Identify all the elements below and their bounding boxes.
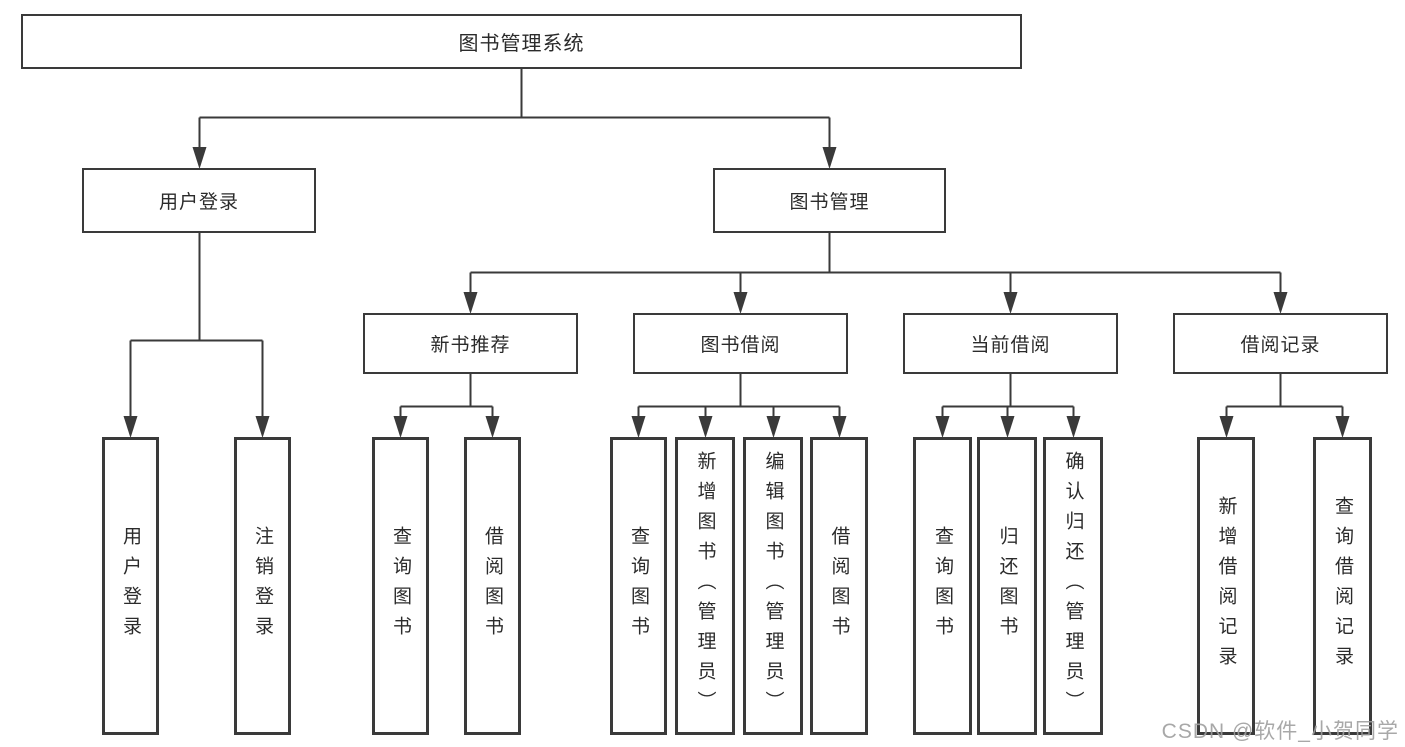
- node-book-borrow: 图书借阅: [633, 313, 848, 374]
- leaf-confirm-return-admin: 确认归还（管理员）: [1043, 437, 1103, 735]
- node-current-borrow: 当前借阅: [903, 313, 1118, 374]
- leaf-query-books-borrow: 查询图书: [610, 437, 667, 735]
- leaf-query-books-recommend-label: 查询图书: [390, 526, 411, 646]
- leaf-add-book-admin: 新增图书（管理员）: [675, 437, 735, 735]
- node-user-login: 用户登录: [82, 168, 316, 233]
- leaf-borrow-books: 借阅图书: [810, 437, 868, 735]
- leaf-add-borrow-record: 新增借阅记录: [1197, 437, 1255, 735]
- leaf-query-books-current: 查询图书: [913, 437, 972, 735]
- leaf-logout: 注销登录: [234, 437, 291, 735]
- leaf-user-login-label: 用户登录: [120, 526, 141, 646]
- node-book-management: 图书管理: [713, 168, 946, 233]
- leaf-query-books-current-label: 查询图书: [932, 526, 953, 646]
- leaf-query-books-recommend: 查询图书: [372, 437, 429, 735]
- leaf-return-book: 归还图书: [977, 437, 1037, 735]
- node-new-book-recommend: 新书推荐: [363, 313, 578, 374]
- leaf-query-books-borrow-label: 查询图书: [628, 526, 649, 646]
- leaf-borrow-books-recommend-label: 借阅图书: [482, 526, 503, 646]
- leaf-return-book-label: 归还图书: [996, 526, 1018, 646]
- arrowheads: [123, 147, 1350, 438]
- node-borrow-records: 借阅记录: [1173, 313, 1388, 374]
- node-system-root: 图书管理系统: [21, 14, 1022, 69]
- leaf-add-borrow-record-label: 新增借阅记录: [1215, 496, 1237, 676]
- leaf-borrow-books-recommend: 借阅图书: [464, 437, 521, 735]
- leaf-logout-label: 注销登录: [252, 526, 273, 646]
- leaf-edit-book-admin: 编辑图书（管理员）: [743, 437, 803, 735]
- leaf-user-login: 用户登录: [102, 437, 159, 735]
- leaf-edit-book-admin-label: 编辑图书（管理员）: [762, 451, 784, 721]
- leaf-borrow-books-label: 借阅图书: [828, 526, 850, 646]
- leaf-add-book-admin-label: 新增图书（管理员）: [694, 451, 716, 721]
- leaf-query-borrow-record: 查询借阅记录: [1313, 437, 1372, 735]
- leaf-confirm-return-admin-label: 确认归还（管理员）: [1062, 451, 1084, 721]
- leaf-query-borrow-record-label: 查询借阅记录: [1332, 496, 1353, 676]
